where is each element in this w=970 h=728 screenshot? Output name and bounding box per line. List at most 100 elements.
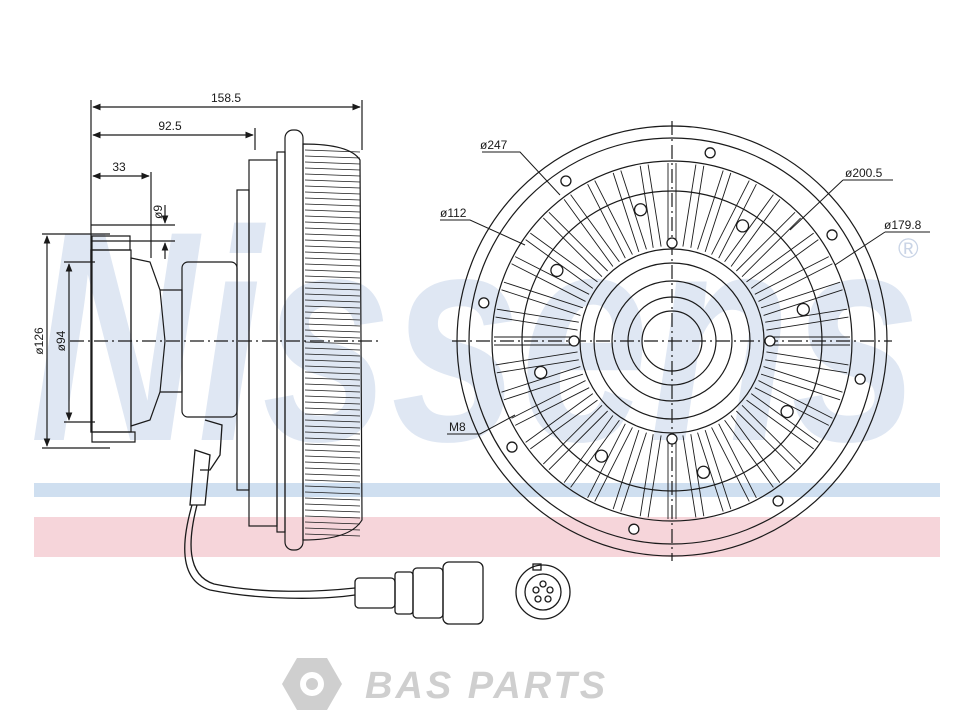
fin-line bbox=[304, 335, 361, 339]
mounting-hole bbox=[735, 219, 750, 233]
fin-line bbox=[304, 443, 361, 447]
mounting-hole bbox=[666, 237, 678, 249]
rib-line bbox=[730, 199, 781, 267]
rib-line bbox=[647, 435, 662, 518]
fin-line bbox=[304, 149, 361, 153]
fin-line bbox=[304, 245, 361, 249]
fin-line bbox=[304, 371, 361, 375]
rib-line bbox=[724, 194, 774, 263]
rib-line bbox=[496, 359, 579, 374]
dim-dia-112: ø112 bbox=[440, 206, 467, 220]
rib-line bbox=[511, 263, 586, 302]
rib-line bbox=[765, 359, 848, 374]
mounting-hole bbox=[534, 365, 548, 380]
fin-line bbox=[304, 479, 361, 483]
fin-line bbox=[304, 425, 361, 429]
fin-line bbox=[304, 473, 361, 477]
rib-line bbox=[724, 419, 774, 488]
rib-line bbox=[542, 405, 603, 465]
front-ribs bbox=[494, 163, 850, 519]
fin-line bbox=[304, 407, 361, 411]
mounting-hole bbox=[560, 175, 572, 187]
fin-line bbox=[304, 269, 361, 273]
dim-hub-length: 33 bbox=[112, 160, 126, 174]
fin-line bbox=[304, 389, 361, 393]
footer-logo: BAS PARTS bbox=[282, 658, 605, 710]
fin-line bbox=[304, 467, 361, 471]
fin-line bbox=[304, 341, 361, 345]
fin-line bbox=[304, 203, 361, 207]
rib-line bbox=[754, 256, 829, 295]
fin-line bbox=[304, 263, 361, 267]
fin-line bbox=[304, 419, 361, 423]
rib-line bbox=[758, 380, 833, 419]
rib-line bbox=[766, 316, 849, 331]
rib-line bbox=[682, 164, 697, 247]
rib-line bbox=[503, 281, 584, 309]
fin-line bbox=[304, 413, 361, 417]
mounting-hole bbox=[506, 441, 518, 453]
fin-line bbox=[304, 173, 361, 177]
mounting-hole bbox=[594, 449, 609, 463]
rib-line bbox=[530, 399, 598, 450]
dim-dia-9: ø9 bbox=[151, 205, 165, 219]
rib-line bbox=[587, 184, 626, 259]
fin-line bbox=[304, 377, 361, 381]
fin-line bbox=[304, 287, 361, 291]
fin-line bbox=[304, 251, 361, 255]
rib-line bbox=[496, 308, 579, 323]
fin-line bbox=[304, 449, 361, 453]
mounting-hole bbox=[764, 335, 776, 347]
fin-line bbox=[304, 281, 361, 285]
rib-line bbox=[620, 432, 647, 512]
rib-line bbox=[548, 410, 608, 471]
fin-line bbox=[304, 239, 361, 243]
mounting-hole bbox=[633, 203, 648, 217]
cooling-fins bbox=[304, 149, 361, 537]
mounting-hole bbox=[628, 523, 640, 535]
rib-line bbox=[587, 423, 626, 498]
rib-line bbox=[690, 165, 705, 248]
fin-line bbox=[304, 383, 361, 387]
rib-line bbox=[563, 199, 614, 267]
dim-total-length: 158.5 bbox=[211, 91, 241, 105]
rib-line bbox=[697, 432, 724, 512]
fin-line bbox=[304, 515, 361, 519]
fin-line bbox=[304, 521, 361, 525]
rib-line bbox=[570, 194, 620, 263]
rib-line bbox=[639, 165, 654, 248]
fin-line bbox=[304, 185, 361, 189]
rib-line bbox=[750, 393, 819, 443]
fin-line bbox=[304, 191, 361, 195]
fin-line bbox=[304, 395, 361, 399]
rib-line bbox=[620, 170, 647, 250]
rib-line bbox=[594, 180, 633, 255]
mounting-hole bbox=[780, 404, 794, 419]
dim-dia-179-8: ø179.8 bbox=[884, 218, 922, 232]
dim-dia-126: ø126 bbox=[32, 327, 46, 355]
dim-dia-200-5: ø200.5 bbox=[845, 166, 883, 180]
rib-line bbox=[495, 316, 578, 331]
fin-line bbox=[304, 527, 361, 531]
rib-line bbox=[711, 427, 750, 502]
rib-line bbox=[530, 232, 598, 283]
fin-line bbox=[304, 167, 361, 171]
fin-line bbox=[304, 455, 361, 459]
bas-logo-icon bbox=[282, 658, 342, 710]
rib-line bbox=[697, 170, 724, 250]
fin-line bbox=[304, 209, 361, 213]
pink-stripe bbox=[34, 517, 940, 557]
rib-line bbox=[639, 434, 654, 517]
connector-pinout bbox=[515, 563, 571, 620]
front-view bbox=[452, 121, 892, 561]
fin-line bbox=[304, 431, 361, 435]
fin-line bbox=[304, 197, 361, 201]
fin-line bbox=[304, 509, 361, 513]
fin-line bbox=[304, 401, 361, 405]
mounting-hole bbox=[568, 335, 580, 347]
mounting-hole bbox=[772, 495, 784, 507]
rib-line bbox=[525, 393, 594, 443]
rib-line bbox=[612, 172, 640, 253]
